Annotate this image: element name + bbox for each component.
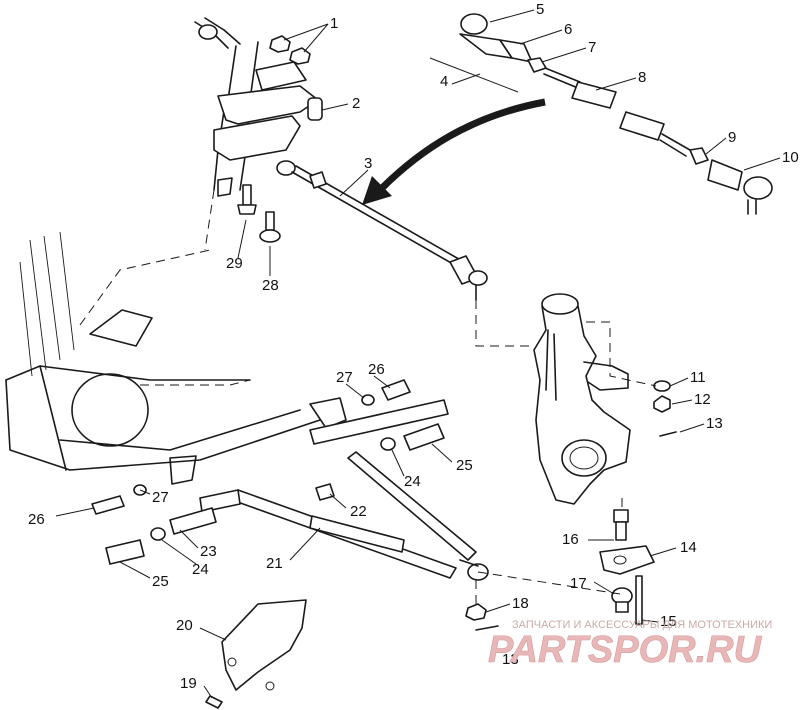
bolt-26-upper bbox=[381, 379, 411, 401]
callout-29: 29 bbox=[226, 255, 243, 272]
callout-12: 12 bbox=[694, 391, 711, 408]
callout-23: 23 bbox=[200, 543, 217, 560]
washer-11 bbox=[653, 380, 671, 392]
cotter-pin-13 bbox=[659, 431, 677, 437]
tie-rod bbox=[276, 160, 488, 301]
bolt-29 bbox=[237, 184, 257, 215]
callout-26-lower: 26 bbox=[28, 511, 45, 528]
callout-9: 9 bbox=[728, 129, 736, 146]
skid-plate-20 bbox=[221, 599, 307, 691]
bushing-25-lower bbox=[105, 539, 145, 565]
callout-24-lower: 24 bbox=[192, 561, 209, 578]
callout-11: 11 bbox=[690, 369, 706, 386]
bolt-26-lower bbox=[91, 495, 125, 515]
callout-1: 1 bbox=[330, 15, 338, 32]
callout-18: 18 bbox=[512, 595, 529, 612]
nut-12 bbox=[653, 395, 671, 413]
callout-2: 2 bbox=[352, 95, 360, 112]
callout-8: 8 bbox=[638, 69, 646, 86]
bolt-15 bbox=[635, 575, 643, 625]
callout-17: 17 bbox=[570, 575, 587, 592]
callout-6: 6 bbox=[564, 21, 572, 38]
leader-lines bbox=[55, 9, 781, 699]
assembly-lines bbox=[475, 300, 657, 604]
spindle bbox=[533, 293, 631, 505]
direction-arrow bbox=[362, 98, 546, 205]
callout-7: 7 bbox=[588, 39, 596, 56]
washer-24-upper bbox=[380, 437, 396, 451]
pivot-tube-23 bbox=[169, 507, 217, 535]
washer-27-upper bbox=[361, 394, 375, 406]
callout-16: 16 bbox=[562, 531, 579, 548]
washer-28 bbox=[259, 211, 281, 243]
callout-25-upper: 25 bbox=[456, 457, 473, 474]
nut-18 bbox=[465, 603, 487, 621]
ball-joint-17 bbox=[611, 587, 633, 613]
callout-27-lower: 27 bbox=[152, 489, 169, 506]
grease-fitting-22 bbox=[315, 483, 335, 501]
callout-21: 21 bbox=[266, 555, 283, 572]
watermark-logo: PARTSPOR.RU bbox=[488, 629, 763, 671]
callout-labels: 1 2 3 4 5 6 7 8 9 10 11 12 13 13 14 15 1… bbox=[28, 1, 799, 692]
callout-28: 28 bbox=[262, 277, 279, 294]
callout-19: 19 bbox=[180, 675, 197, 692]
callout-25-lower: 25 bbox=[152, 573, 169, 590]
callout-27-upper: 27 bbox=[336, 369, 353, 386]
watermark-tagline: ЗАПЧАСТИ И АКСЕССУАРЫ ДЛЯ МОТОТЕХНИКИ bbox=[512, 619, 772, 631]
callout-26-upper: 26 bbox=[368, 361, 385, 378]
callout-20: 20 bbox=[176, 617, 193, 634]
plate-14 bbox=[599, 545, 655, 575]
screw-19 bbox=[205, 695, 223, 709]
bolt-16 bbox=[613, 509, 629, 541]
callout-10: 10 bbox=[782, 149, 799, 166]
tie-rod-detail bbox=[429, 13, 773, 215]
watermark: ЗАПЧАСТИ И АКСЕССУАРЫ ДЛЯ МОТОТЕХНИКИ PA… bbox=[488, 619, 773, 671]
a-arm bbox=[199, 399, 489, 581]
washer-24-lower bbox=[150, 527, 166, 541]
callout-13-upper: 13 bbox=[706, 415, 723, 432]
callout-3: 3 bbox=[364, 155, 372, 172]
frame bbox=[5, 231, 347, 485]
callout-14: 14 bbox=[680, 539, 697, 556]
nut-1 bbox=[269, 35, 311, 65]
callout-24-upper: 24 bbox=[404, 473, 421, 490]
cotter-pin-13-lower bbox=[475, 625, 499, 631]
steering-arm-bracket bbox=[213, 61, 323, 197]
callout-13-lower: 13 bbox=[502, 651, 519, 668]
callout-4: 4 bbox=[440, 73, 448, 90]
bushing-25-upper bbox=[403, 423, 445, 451]
callout-5: 5 bbox=[536, 1, 544, 18]
callout-22: 22 bbox=[350, 503, 367, 520]
callout-15: 15 bbox=[660, 613, 677, 630]
